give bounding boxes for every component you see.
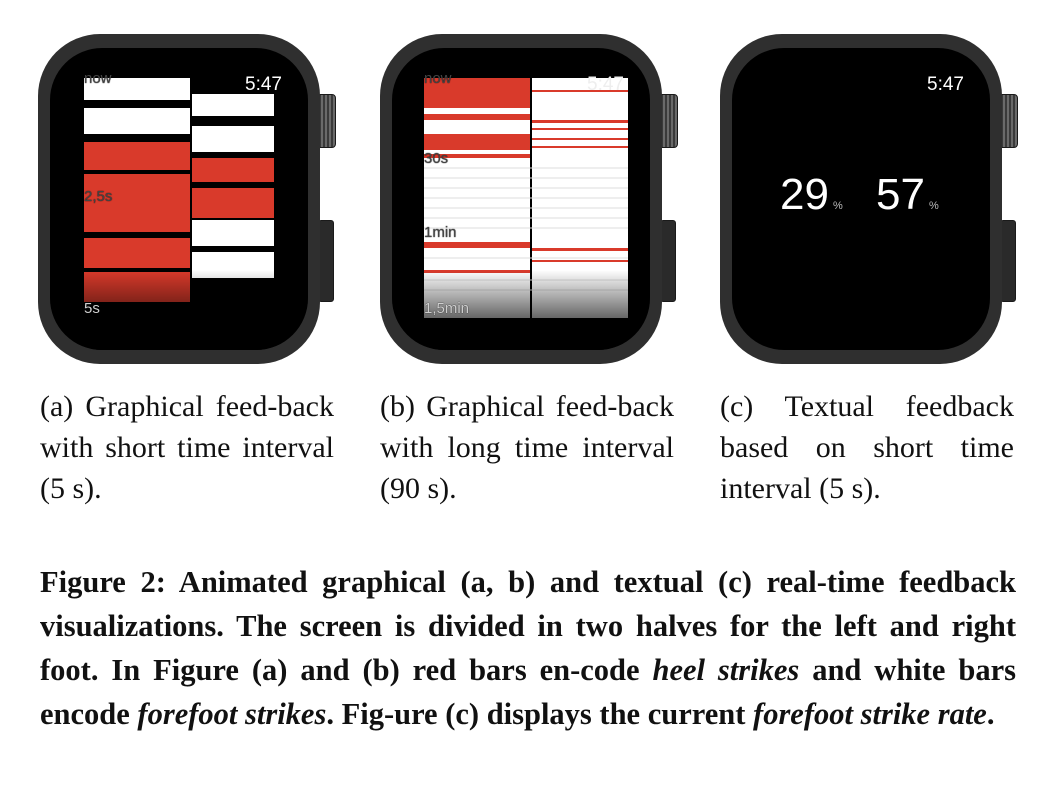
heel-bar [532, 260, 628, 262]
forefoot-bar [192, 252, 274, 278]
heel-bar [532, 120, 628, 123]
right-foot-value: 57 [876, 170, 925, 219]
heel-bar [424, 134, 530, 150]
heel-bar [192, 158, 274, 182]
subcaption-a: (a) Graphical feed-back with short time … [40, 390, 334, 505]
heel-bar [532, 248, 628, 251]
heel-bar [424, 78, 530, 108]
heel-bar [84, 238, 190, 268]
percent-sign: % [928, 200, 939, 212]
heel-bar [424, 242, 530, 248]
caption-lead: Figure 2: Animated graphical (a, b) and … [40, 565, 1016, 687]
watch-time: 5:47 [587, 74, 624, 95]
side-button[interactable] [660, 220, 676, 302]
heel-bar [424, 114, 530, 120]
watch-time: 5:47 [245, 74, 282, 95]
watch-case: 5:47 now 30s 1min 1,5min [380, 34, 662, 364]
forefoot-bar [192, 220, 274, 246]
watch-screen [732, 48, 990, 350]
caption-mid: and white bars encode [40, 653, 1016, 731]
watch-case: 5:47 now 2,5s 5s [38, 34, 320, 364]
caption-mid2: . Fig-ure (c) displays the current [326, 697, 754, 731]
heel-bar [424, 270, 530, 273]
heel-bar [84, 272, 190, 302]
label-1min: 1min [424, 224, 457, 241]
label-1-5min: 1,5min [424, 300, 470, 317]
forefoot-bar [84, 78, 190, 100]
caption-emphasis-heel: heel strikes [652, 653, 800, 687]
heel-bar [84, 142, 190, 170]
watch-b: 5:47 now 30s 1min 1,5min [380, 34, 680, 364]
label-5s: 5s [84, 300, 100, 317]
label-now: now [84, 70, 112, 87]
left-foot-rate: 29% [780, 170, 843, 220]
subcaption-c: (c) Textual feedback based on short time… [720, 390, 1014, 505]
watch-a: 5:47 now 2,5s 5s [38, 34, 338, 364]
watch-case: 5:47 29% 57% [720, 34, 1002, 364]
heel-bar [532, 128, 628, 130]
forefoot-bar [192, 126, 274, 152]
percent-sign: % [832, 200, 843, 212]
caption-emphasis-rate: forefoot strike rate [753, 697, 987, 731]
heel-bar [424, 154, 530, 158]
side-button[interactable] [318, 220, 334, 302]
watch-c: 5:47 29% 57% [720, 34, 1020, 364]
figure-caption: Figure 2: Animated graphical (a, b) and … [40, 560, 1016, 736]
label-now: now [424, 70, 452, 87]
forefoot-bar [192, 94, 274, 116]
label-30s: 30s [424, 150, 449, 167]
caption-end: . [986, 697, 995, 731]
heel-bar [532, 138, 628, 140]
forefoot-bar [84, 108, 190, 134]
heel-bar [84, 174, 190, 232]
side-button[interactable] [1000, 220, 1016, 302]
heel-bar [532, 90, 628, 92]
right-foot-rate: 57% [876, 170, 939, 220]
heel-bar [532, 146, 628, 148]
subcaption-b: (b) Graphical feed-back with long time i… [380, 390, 674, 505]
left-foot-value: 29 [780, 170, 829, 219]
label-2-5s: 2,5s [84, 188, 113, 205]
caption-emphasis-forefoot: forefoot strikes [137, 697, 327, 731]
watch-time: 5:47 [927, 74, 964, 95]
heel-bar [192, 188, 274, 218]
